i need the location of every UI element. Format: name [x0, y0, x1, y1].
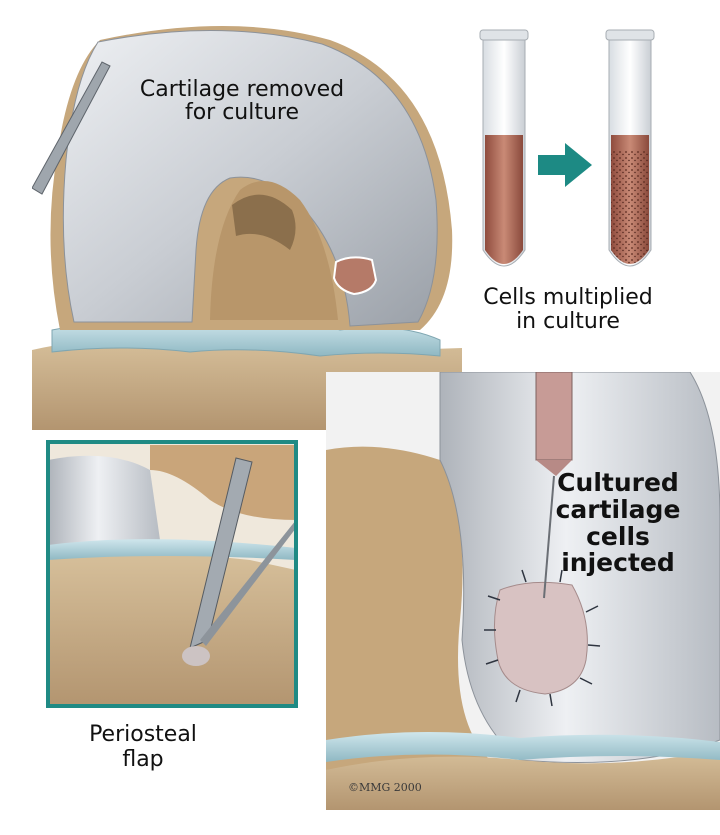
test-tube-before — [480, 30, 528, 266]
sutured-periosteal-patch — [494, 582, 587, 694]
right-arrow-icon — [538, 143, 592, 187]
injection-panel — [326, 372, 720, 810]
cartilage-defect — [334, 257, 376, 294]
label-periosteal-flap: Periosteal flap — [58, 722, 228, 773]
label-cells-multiplied: Cells multiplied in culture — [448, 286, 688, 334]
periosteal-flap-inset — [48, 442, 296, 706]
label-cells-injected: Cultured cartilage cells injected — [538, 470, 698, 577]
inset-tibia-bone — [48, 554, 296, 706]
periosteal-flap — [182, 646, 210, 666]
test-tube-after — [606, 30, 654, 266]
copyright-notice: ©MMG 2000 — [348, 781, 422, 794]
label-cartilage-removed: Cartilage removed for culture — [122, 78, 362, 124]
culture-medium-before — [485, 135, 523, 264]
inset-cartilage — [48, 456, 160, 547]
multiplied-cells — [611, 150, 649, 264]
